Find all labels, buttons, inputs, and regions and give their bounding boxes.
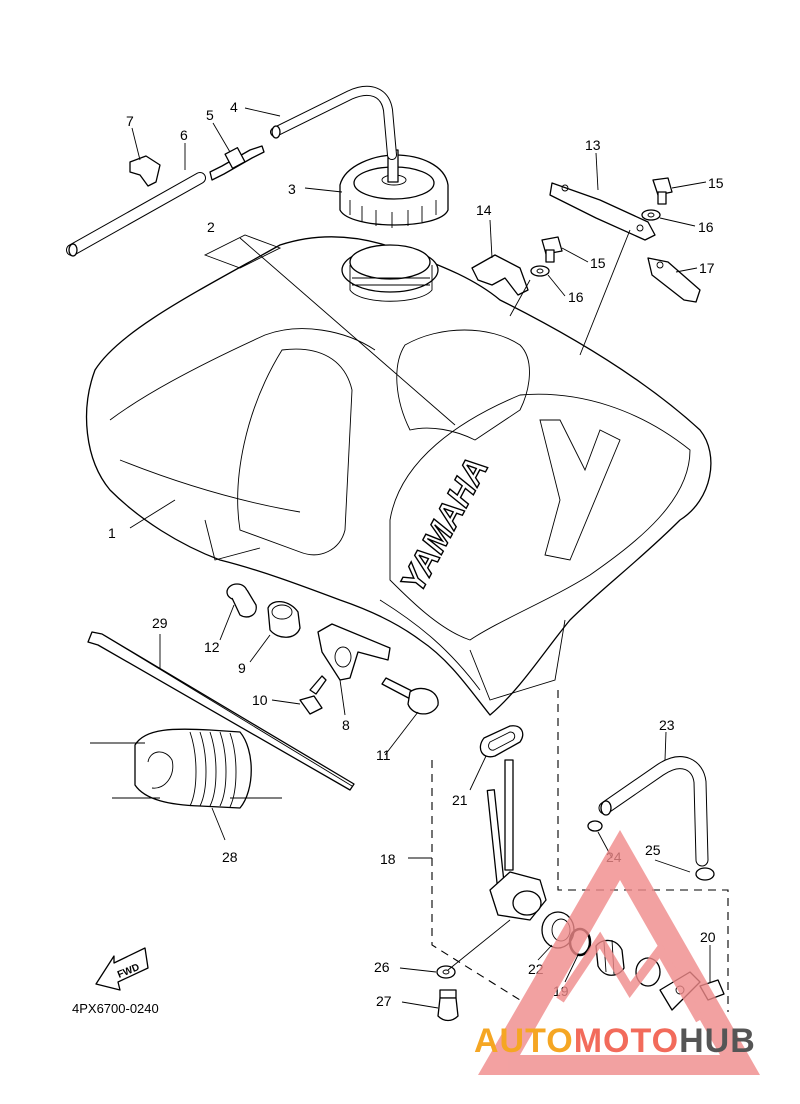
fuel-cap	[339, 149, 449, 228]
fuel-cock	[486, 759, 547, 921]
heat-insulator-28	[134, 728, 252, 809]
callout-20: 20	[700, 929, 716, 945]
assembly-outline-left	[431, 760, 521, 1001]
watermark-mountain-icon	[556, 931, 704, 1023]
leader-lines	[90, 107, 711, 1009]
callout-5: 5	[206, 107, 214, 123]
hose-joint	[209, 145, 265, 181]
callout-6: 6	[180, 127, 188, 143]
callout-27: 27	[376, 993, 392, 1009]
drawing-code: 4PX6700-0240	[72, 1001, 159, 1016]
callout-21: 21	[452, 792, 468, 808]
washer-16-lower	[530, 265, 550, 277]
gasket-21	[479, 725, 524, 758]
clip-24	[587, 820, 603, 832]
callout-23: 23	[659, 717, 675, 733]
fuel-hose	[66, 172, 206, 257]
callout-16-upper: 16	[698, 219, 714, 235]
bolt-15-lower	[541, 236, 563, 263]
callout-15-lower: 15	[590, 255, 606, 271]
callout-15-upper: 15	[708, 175, 724, 191]
callout-3: 3	[288, 181, 296, 197]
damper-9	[267, 601, 301, 638]
callout-11: 11	[376, 747, 391, 763]
callout-26: 26	[374, 959, 390, 975]
callout-7: 7	[126, 113, 134, 129]
watermark-auto: AUTO	[474, 1022, 574, 1060]
fwd-arrow: FWD	[95, 947, 149, 991]
callout-25: 25	[645, 842, 661, 858]
fuel-tank: YAMAHA	[86, 234, 712, 716]
fuel-hose-23	[598, 756, 709, 867]
watermark-logo	[478, 830, 760, 1075]
clip-25	[695, 867, 715, 881]
bolt-27	[437, 989, 459, 1022]
stay-8	[317, 623, 391, 681]
callout-28: 28	[222, 849, 238, 865]
washer-16-upper	[641, 209, 661, 221]
callout-29: 29	[152, 615, 168, 631]
watermark-moto: MOTO	[574, 1022, 679, 1060]
bracket-13	[549, 182, 656, 241]
callout-1: 1	[108, 525, 116, 541]
callout-18: 18	[380, 851, 396, 867]
callout-9: 9	[238, 660, 246, 676]
callout-4: 4	[230, 99, 238, 115]
washer-26	[436, 965, 456, 979]
strap-29	[87, 631, 355, 791]
bracket-14	[471, 254, 529, 296]
watermark-triangle-icon	[478, 830, 760, 1075]
callout-14: 14	[476, 202, 492, 218]
bracket-17	[647, 257, 701, 303]
collar-12	[226, 583, 257, 618]
breather-hose	[270, 86, 397, 160]
callout-13: 13	[585, 137, 601, 153]
callout-8: 8	[342, 717, 350, 733]
filler-neck	[341, 244, 439, 302]
callout-12: 12	[204, 639, 220, 655]
callout-10: 10	[252, 692, 268, 708]
bolt-10	[299, 675, 327, 715]
hose-clip	[129, 155, 161, 187]
bolt-11	[381, 677, 439, 715]
watermark-text: AUTOMOTOHUB	[474, 1022, 756, 1060]
callout-17: 17	[699, 260, 715, 276]
callout-2: 2	[207, 219, 215, 235]
watermark-hub: HUB	[679, 1022, 756, 1060]
callout-16-lower: 16	[568, 289, 584, 305]
bolt-15-upper	[652, 177, 673, 205]
